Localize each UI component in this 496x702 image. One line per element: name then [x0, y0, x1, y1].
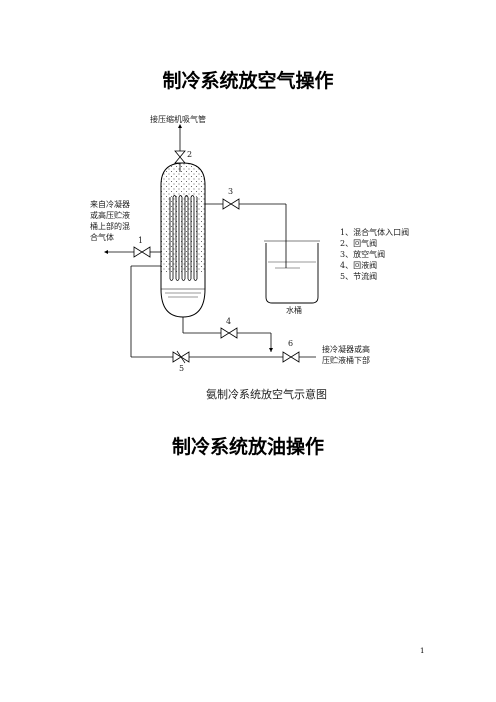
svg-text:来自冷凝器: 来自冷凝器	[90, 199, 130, 209]
valve-5-throttle-icon	[172, 350, 190, 364]
valve-2-icon	[174, 150, 186, 164]
svg-text:5、节流阀: 5、节流阀	[340, 271, 377, 281]
svg-text:1、混合气体入口阀: 1、混合气体入口阀	[340, 227, 409, 237]
heading-oil-drain: 制冷系统放油操作	[171, 436, 324, 458]
label-compressor-suction: 接压缩机吸气管	[150, 114, 206, 124]
valve-number-2: 2	[187, 150, 192, 159]
label-water-tank: 水桶	[286, 305, 302, 315]
return-liquid-pipe	[182, 317, 273, 352]
heading-air-purge: 制冷系统放空气操作	[162, 70, 334, 92]
purge-pipe	[205, 203, 287, 268]
water-tank-icon	[264, 240, 320, 304]
valve-1-icon	[133, 246, 151, 258]
page-number: 1	[420, 647, 425, 655]
valve-number-4: 4	[226, 317, 231, 326]
svg-text:2、回气阀: 2、回气阀	[340, 238, 377, 248]
label-receiver-bottom: 接冷凝器或高 压贮液桶下部	[322, 344, 370, 365]
inlet-pipe	[104, 250, 161, 254]
valve-4-icon	[220, 327, 238, 339]
valve-number-6: 6	[288, 339, 293, 348]
valve-legend: 1、混合气体入口阀 2、回气阀 3、放空气阀 4、回液阀 5、节流阀	[340, 227, 409, 281]
valve-3-icon	[222, 198, 240, 210]
svg-text:4、回液阀: 4、回液阀	[340, 260, 377, 270]
svg-text:桶上部的混: 桶上部的混	[90, 221, 130, 231]
svg-text:压贮液桶下部: 压贮液桶下部	[322, 355, 370, 365]
svg-text:或高压贮液: 或高压贮液	[90, 210, 130, 220]
label-inlet-gas: 来自冷凝器 或高压贮液 桶上部的混 合气体	[90, 199, 130, 242]
liquid-supply-pipe	[130, 265, 316, 358]
cooling-coil	[169, 195, 198, 281]
svg-text:合气体: 合气体	[90, 232, 114, 242]
valve-number-3: 3	[228, 187, 233, 196]
valve-number-1: 1	[138, 236, 143, 245]
valve-6-icon	[282, 351, 300, 363]
diagram-caption: 氨制冷系统放空气示意图	[206, 387, 327, 401]
svg-text:3、放空气阀: 3、放空气阀	[340, 249, 385, 259]
svg-text:接冷凝器或高: 接冷凝器或高	[322, 344, 370, 354]
air-separator-vessel	[160, 162, 206, 318]
valve-number-5: 5	[179, 364, 184, 373]
